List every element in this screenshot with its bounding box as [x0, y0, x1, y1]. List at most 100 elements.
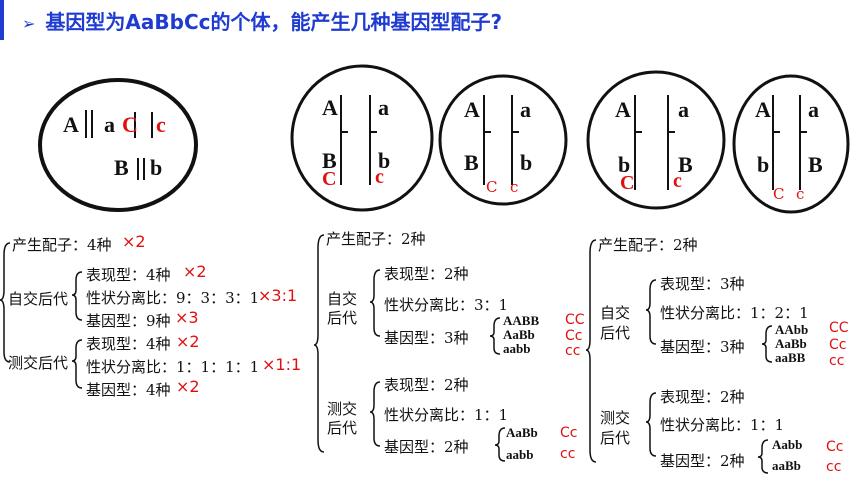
col2-test-geno-c-1: Cc: [560, 425, 578, 441]
col3-ratio: 性状分离比：1：2：1: [660, 304, 809, 322]
cell-5-gene-top-left: A: [755, 97, 771, 122]
cell-4-gene-bottom-left: b: [618, 152, 631, 177]
cell-4-gene-top-left: A: [615, 97, 631, 122]
col3-test-geno-item-1: Aabb: [772, 437, 803, 452]
cell-1-gene-C: C: [122, 112, 138, 137]
col3-test-label-1: 测交: [600, 409, 631, 427]
cell-5-gene-C: C: [773, 185, 785, 203]
col3-test-label-2: 后代: [600, 429, 631, 447]
col1-test-geno-mark: ×2: [176, 377, 200, 396]
col2-geno: 基因型：3种: [384, 329, 469, 347]
col3-test-ratio: 性状分离比：1：1: [660, 416, 785, 434]
col3-self-label-2: 后代: [600, 324, 631, 342]
cell-3-chromosomes: [483, 95, 519, 185]
col1-gametes: 产生配子：4种: [12, 236, 112, 254]
cell-4-gene-top-right: a: [678, 97, 689, 122]
page-title-text: 基因型为AaBbCc的个体，能产生几种基因型配子?: [45, 10, 503, 34]
col2-self-label-2: 后代: [327, 309, 358, 327]
cell-2-gene-bottom-right: b: [378, 148, 391, 173]
col1-test-ratio: 性状分离比：1：1：1：1: [86, 358, 260, 376]
col3-geno-item-3: aaBB: [775, 350, 806, 365]
cell-5-gene-bottom-right: B: [808, 152, 823, 177]
col2-gametes: 产生配子：2种: [326, 230, 426, 248]
cell-5-gene-c: c: [796, 185, 805, 203]
cell-1-gene-b: b: [150, 155, 163, 180]
cell-5-gene-bottom-left: b: [757, 152, 770, 177]
col2-geno-item-1: AABB: [503, 313, 540, 328]
col2-geno-item-2: AaBb: [503, 327, 535, 342]
cell-4-outline: [586, 70, 726, 210]
cell-2-gene-top-left: A: [322, 95, 338, 120]
col2-geno-c-1: CC: [565, 312, 585, 328]
col3-geno-c-1: CC: [829, 320, 849, 336]
cell-1-gene-c: c: [156, 112, 166, 137]
col2-geno-c-3: cc: [565, 343, 581, 359]
col2-test-label-2: 后代: [327, 419, 358, 437]
col2-test-label-1: 测交: [327, 400, 358, 418]
col1-test-pheno: 表现型：4种: [86, 335, 171, 353]
cell-4-gene-bottom-right: B: [678, 152, 693, 177]
col1-test-geno: 基因型：4种: [86, 381, 171, 399]
col2-test-geno-c-2: cc: [560, 446, 576, 462]
col2-test-pheno: 表现型：2种: [384, 376, 469, 394]
col2-self-label-1: 自交: [327, 290, 358, 308]
cell-5-chromosomes: [772, 95, 807, 190]
cell-3-outline: [438, 74, 568, 206]
col2-test-geno-item-2: aabb: [506, 447, 534, 462]
col2-test-geno-item-1: AaBb: [506, 425, 538, 440]
col2-geno-c-2: Cc: [565, 328, 583, 344]
col2-geno-item-3: aabb: [503, 341, 531, 356]
col1-geno-mark: ×3: [175, 308, 199, 327]
col3-test-pheno: 表现型：2种: [660, 388, 745, 406]
col1-self-label: 自交后代: [8, 290, 69, 308]
col3-test-geno-item-2: aaBb: [772, 458, 801, 473]
col2-ratio: 性状分离比：3：1: [384, 296, 509, 314]
cell-2-gene-top-right: a: [378, 95, 389, 120]
page-title: ➢ 基因型为AaBbCc的个体，能产生几种基因型配子?: [22, 6, 502, 35]
cell-1-outline: [38, 78, 198, 212]
cell-2-chromosomes: [340, 95, 377, 185]
col3-geno-item-1: AAbb: [775, 322, 809, 337]
cell-1-gene-A: A: [63, 112, 79, 137]
col1-ratio: 性状分离比：9：3：3：1: [86, 289, 260, 307]
cell-4-gene-C: C: [620, 172, 635, 194]
column-2-braces: [313, 234, 506, 462]
col3-test-geno: 基因型：2种: [660, 452, 745, 470]
cell-1-chromosomes: [85, 110, 153, 180]
cell-3-gene-bottom-right: b: [520, 150, 533, 175]
cell-1-gene-a: a: [104, 112, 115, 137]
cell-3-gene-top-left: A: [464, 97, 480, 122]
cell-2-gene-c: c: [375, 166, 384, 188]
col2-pheno: 表现型：2种: [384, 265, 469, 283]
col3-geno-item-2: AaBb: [775, 336, 807, 351]
col2-test-geno: 基因型：2种: [384, 438, 469, 456]
col1-ratio-mark: ×3:1: [258, 286, 298, 305]
col1-test-ratio-mark: ×1:1: [262, 355, 302, 374]
cell-1-gene-B: B: [114, 155, 129, 180]
cell-3-gene-top-right: a: [520, 97, 531, 122]
col2-test-ratio: 性状分离比：1：1: [384, 406, 509, 424]
cell-5-outline: [732, 74, 850, 214]
arrow-bullet-icon: ➢: [22, 14, 36, 33]
cell-5-gene-top-right: a: [808, 97, 819, 122]
col1-geno: 基因型：9种: [86, 312, 171, 330]
column-1-braces: [0, 242, 83, 389]
col3-test-geno-c-1: Cc: [826, 439, 844, 455]
cell-2-gene-bottom-left: B: [322, 148, 337, 173]
col3-geno-c-3: cc: [829, 353, 845, 369]
cell-4-chromosomes: [634, 95, 675, 190]
col1-test-pheno-mark: ×2: [176, 332, 200, 351]
cell-3-gene-bottom-left: B: [464, 150, 479, 175]
col3-gametes: 产生配子：2种: [598, 236, 698, 254]
col1-gametes-mark: ×2: [122, 232, 146, 251]
cell-2-outline: [290, 64, 434, 212]
col1-test-label: 测交后代: [8, 354, 69, 372]
cell-4-gene-c: c: [673, 170, 682, 192]
cell-3-gene-C: C: [486, 178, 498, 196]
col3-pheno: 表现型：3种: [660, 275, 745, 293]
col3-self-label-1: 自交: [600, 304, 631, 322]
col1-pheno: 表现型：4种: [86, 266, 171, 284]
cell-3-gene-c: c: [510, 178, 519, 196]
column-3-braces: [585, 239, 773, 474]
